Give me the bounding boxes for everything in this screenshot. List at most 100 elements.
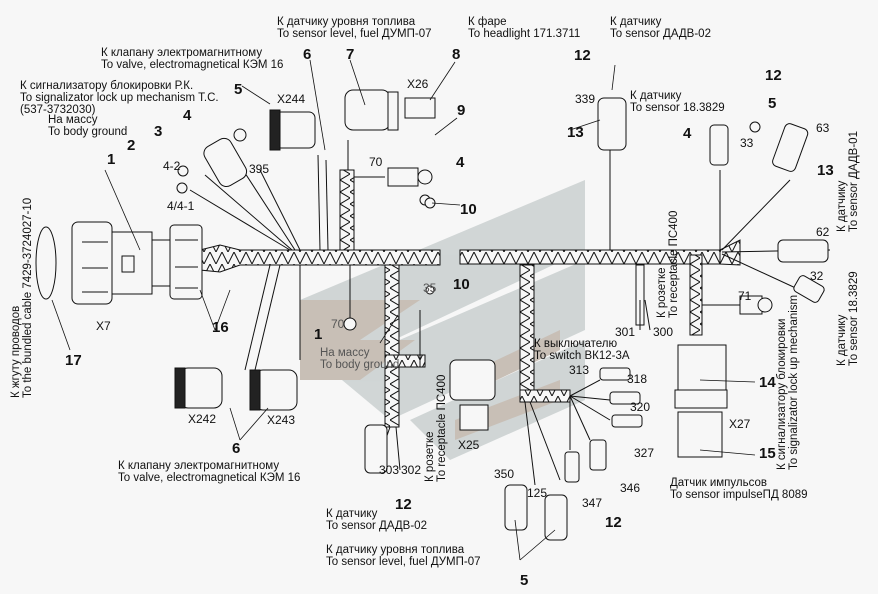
- callout-ru: К датчику: [326, 508, 378, 520]
- callout-ru: Датчик импульсов: [670, 477, 767, 489]
- part-number-8: 8: [452, 46, 461, 63]
- callout-en: To switch ВК12-3А: [534, 350, 630, 362]
- wire-number: 318: [627, 372, 648, 386]
- callout-en: To sensor ДАДВ-02: [326, 520, 427, 532]
- wire-number: 301: [615, 325, 636, 339]
- callout-en: To receptacle ПС400: [668, 210, 680, 318]
- callout-en: To body ground: [48, 126, 128, 138]
- part-number-12: 12: [574, 47, 591, 64]
- part-number-14: 14: [759, 374, 776, 391]
- callout-bundled-cable: К жгуту проводов To the bundled cable 74…: [10, 198, 34, 398]
- wire-number: 347: [582, 496, 603, 510]
- part-number-5: 5: [768, 95, 777, 112]
- part-number-12: 12: [605, 514, 622, 531]
- callout-ru: На массу: [320, 347, 370, 359]
- callout-ru: К датчику: [836, 314, 848, 366]
- wire-number: 313: [569, 363, 590, 377]
- callout-en: To sensor ДАДВ-02: [610, 28, 711, 40]
- callout-en: To sensor 18.3829: [848, 271, 860, 366]
- wire-number: 346: [620, 481, 641, 495]
- connector-label-x26: X26: [407, 77, 429, 91]
- wire-number: 35: [423, 281, 437, 295]
- callout-ru: К сигнализатору блокировки Р.К.: [20, 80, 194, 92]
- callout-part-number: (537-3732030): [20, 104, 96, 116]
- callout-valve-top: К клапану электромагнитному To valve, el…: [101, 47, 283, 71]
- harness-trunk: [199, 169, 741, 428]
- part-number-2: 2: [127, 137, 136, 154]
- connector-label-x244: X244: [277, 92, 306, 106]
- wire-number: 4-2: [163, 159, 181, 173]
- wire-number: 70: [331, 317, 345, 331]
- part-number-5: 5: [520, 572, 529, 589]
- callout-en: To sensor level, fuel ДУМП-07: [277, 28, 432, 40]
- callout-ru: К датчику: [630, 90, 682, 102]
- part-number-15: 15: [759, 445, 776, 462]
- part-number-12: 12: [395, 496, 412, 513]
- part-number-6: 6: [303, 46, 312, 63]
- wire-number: 303: [379, 463, 400, 477]
- part-number-6: 6: [232, 440, 241, 457]
- callout-en: To receptacle ПС400: [436, 374, 448, 482]
- connector-label-x242: X242: [188, 412, 217, 426]
- callout-en: To valve, electromagnetical КЭМ 16: [101, 59, 284, 71]
- part-number-9: 9: [457, 102, 466, 119]
- leader-lines: [51, 59, 756, 561]
- part-number-10: 10: [453, 276, 470, 293]
- wire-number: 300: [653, 325, 674, 339]
- connector-label-x25: X25: [458, 438, 480, 452]
- callout-en: To signalizator lock up mechanism: [788, 294, 800, 470]
- part-number-13: 13: [567, 124, 584, 141]
- wire-number: 62: [816, 225, 830, 239]
- callout-en: To sensor 18.3829: [630, 102, 725, 114]
- callout-en: To sensor impulseПД 8089: [670, 489, 808, 501]
- part-number-5: 5: [234, 81, 243, 98]
- callout-valve-bottom: К клапану электромагнитному To valve, el…: [118, 460, 300, 484]
- part-number-4: 4: [683, 125, 692, 142]
- callout-ru: К розетке: [424, 431, 436, 482]
- callout-en: To body ground: [320, 359, 400, 371]
- wire-number: 302: [401, 463, 422, 477]
- callout-ru: К клапану электромагнитному: [118, 460, 280, 472]
- wire-number: 327: [634, 446, 655, 460]
- callout-ru: К датчику уровня топлива: [326, 544, 465, 556]
- wire-number: 320: [630, 400, 651, 414]
- wire-number: 32: [810, 269, 824, 283]
- callout-switch: К выключателю To switch ВК12-3А: [534, 338, 630, 362]
- part-number-12: 12: [765, 67, 782, 84]
- part-number-4: 4: [456, 154, 465, 171]
- callout-en: To sensor level, fuel ДУМП-07: [326, 556, 481, 568]
- part-number-1: 1: [314, 326, 323, 343]
- wire-number: 339: [575, 92, 596, 106]
- wires-upper-left: [189, 140, 831, 486]
- wire-number: 71: [738, 289, 752, 303]
- wire-number: 70: [369, 155, 383, 169]
- callout-impulse-sensor: Датчик импульсов To sensor impulseПД 808…: [670, 477, 808, 501]
- connector-label-x243: X243: [267, 413, 296, 427]
- callout-en: To valve, electromagnetical КЭМ 16: [118, 472, 301, 484]
- part-number-3: 3: [154, 123, 163, 140]
- callout-receptacle-mid: К розетке To receptacle ПС400: [424, 375, 448, 482]
- callout-ru: На массу: [48, 114, 98, 126]
- callout-ru: К датчику уровня топлива: [277, 16, 416, 28]
- callout-headlight: К фаре To headlight 171.3711: [468, 16, 580, 40]
- components: [174, 89, 829, 541]
- callout-18-3829-right: К датчику To sensor 18.3829: [836, 271, 860, 366]
- callout-ru: К сигнализатору блокировки: [776, 318, 788, 470]
- callout-en: To signalizator lock up mechanism T.C.: [20, 92, 219, 104]
- part-number-1: 1: [107, 151, 116, 168]
- part-number-13: 13: [817, 162, 834, 179]
- callout-ru: К розетке: [656, 267, 668, 318]
- callout-receptacle-right: К розетке To receptacle ПС400: [656, 211, 680, 318]
- callout-ru: К клапану электромагнитному: [101, 47, 263, 59]
- part-number-7: 7: [346, 46, 355, 63]
- callout-ground-mid: На массу To body ground: [320, 347, 399, 371]
- callout-dadv02-bottom: К датчику To sensor ДАДВ-02: [326, 508, 427, 532]
- connector-label-x7: X7: [96, 319, 111, 333]
- callout-en: To the bundled cable 7429-3724027-10: [22, 197, 34, 398]
- wire-number: 350: [494, 467, 515, 481]
- callout-18-3829-top: К датчику To sensor 18.3829: [630, 90, 725, 114]
- callout-fuel-top: К датчику уровня топлива To sensor level…: [277, 16, 432, 40]
- callout-en: To sensor ДАДВ-01: [848, 131, 860, 232]
